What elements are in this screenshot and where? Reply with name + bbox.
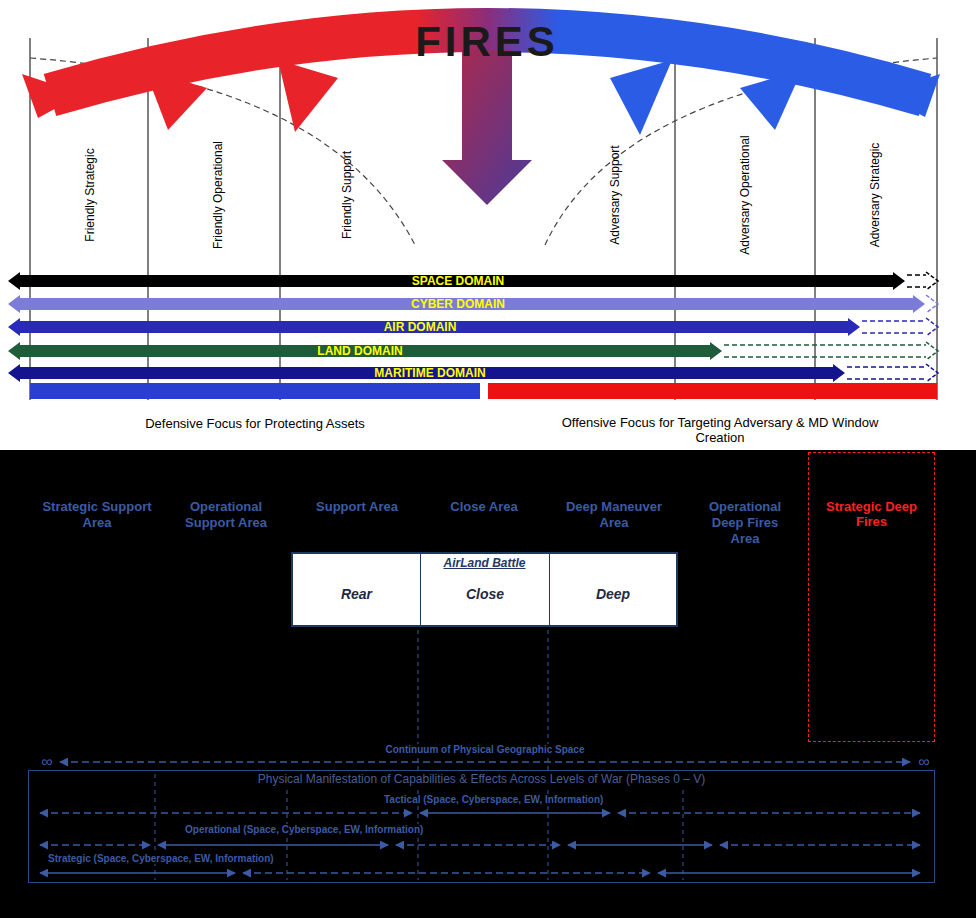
- diagram-art-part: [40, 872, 235, 874]
- level-label: Operational (Space, Cyberspace, EW, Info…: [183, 824, 425, 835]
- focus-bar: [488, 383, 937, 399]
- diagram-art-part: [808, 452, 935, 742]
- node-text: Physical Manifestation of Capabilities &…: [254, 772, 710, 786]
- offensive-focus-bar: Offensive Focus for Targeting Adversary …: [488, 383, 937, 445]
- diagram-art-part: [658, 872, 920, 874]
- node-text: Offensive Focus for Targeting Adversary …: [550, 415, 890, 445]
- diagram-art-part: [907, 286, 926, 288]
- node-text: Rear: [293, 554, 420, 625]
- diagram-art-part: [880, 74, 940, 117]
- diagram-art-part: [158, 844, 388, 846]
- diagram-art-part: [926, 318, 938, 336]
- node-text: Deep: [550, 554, 676, 625]
- node-text: SPACE DOMAIN: [412, 273, 504, 289]
- diagram-art-part: [907, 274, 926, 276]
- fires-arrow: FIRES: [357, 18, 617, 66]
- node-text: MARITIME DOMAIN: [374, 365, 485, 381]
- diagram-art-part: [847, 366, 926, 368]
- diagram-art-part: [40, 812, 412, 814]
- diagram-art-part: [862, 320, 926, 322]
- node-text: LAND DOMAIN: [317, 343, 402, 359]
- diagram-art-part: [40, 844, 150, 846]
- band-arrow: [8, 342, 722, 360]
- zone-label: Adversary Operational: [738, 120, 752, 270]
- diagram-art-part: [420, 812, 610, 814]
- diagram-art-part: [683, 774, 684, 880]
- diagram-art-part: [418, 630, 419, 880]
- area-header: Support Area: [300, 499, 415, 515]
- defensive-focus-bar: Defensive Focus for Protecting Assets: [30, 383, 480, 443]
- zone-label: Friendly Operational: [211, 120, 225, 270]
- diagram-art-part: [926, 272, 938, 290]
- diagram-art-part: [60, 761, 910, 763]
- diagram-art-part: [926, 295, 938, 313]
- close-cell: Close: [420, 554, 550, 625]
- rear-cell: Rear: [293, 554, 420, 625]
- node-text: AIR DOMAIN: [384, 319, 457, 335]
- zone-label: Friendly Support: [340, 120, 354, 270]
- diagram-art-part: [720, 844, 920, 846]
- diagram-art-part: [145, 70, 207, 130]
- deep-cell: Deep: [550, 554, 676, 625]
- area-header: Close Area: [427, 499, 542, 515]
- diagram-art-part: [0, 0, 976, 450]
- diagram-art-part: [155, 774, 156, 880]
- airland-battle-box: AirLand BattleRearCloseDeep: [291, 552, 678, 627]
- domain-band: CYBER DOMAIN: [8, 295, 925, 313]
- diagram-art-part: [618, 812, 920, 814]
- diagram-art-part: [568, 844, 712, 846]
- band-arrow: [8, 295, 925, 313]
- zone-label: Adversary Support: [608, 120, 622, 270]
- domain-band: MARITIME DOMAIN: [8, 364, 845, 382]
- node-text: FIRES: [357, 18, 617, 66]
- diagram-art-part: [926, 364, 938, 382]
- diagram-art-part: [862, 332, 926, 334]
- area-header: Operational Support Area: [169, 499, 284, 531]
- diagram-art-part: [548, 630, 549, 880]
- diagram-art-part: [396, 844, 560, 846]
- diagram-art-part: [40, 762, 920, 873]
- domain-band: SPACE DOMAIN: [8, 272, 905, 290]
- node-text: Close: [421, 554, 549, 625]
- node-text: AirLand Battle: [420, 556, 549, 570]
- band-arrow: [8, 272, 905, 290]
- diagram-art-part: [278, 60, 338, 132]
- levels-of-war-box: Physical Manifestation of Capabilities &…: [28, 770, 935, 883]
- diagram-art-part: [724, 356, 926, 358]
- area-header: Operational Deep Fires Area: [698, 499, 793, 547]
- diagram-art-part: [937, 38, 938, 400]
- diagram-art-part: [847, 378, 926, 380]
- zone-label: Adversary Strategic: [868, 120, 882, 270]
- diagram-art-part: [926, 342, 938, 360]
- continuum-label: Continuum of Physical Geographic Space: [383, 744, 588, 755]
- focus-bar: [30, 383, 480, 399]
- node-text: Strategic Deep Fires: [809, 453, 934, 529]
- node-text: CYBER DOMAIN: [411, 296, 505, 312]
- diagram-art-part: [243, 872, 650, 874]
- diagram-art-part: [740, 70, 802, 130]
- diagram-art-part: [442, 50, 532, 205]
- strategic-deep-fires-box: Strategic Deep Fires: [808, 452, 935, 742]
- area-header: Strategic Support Area: [40, 499, 155, 531]
- level-label: Tactical (Space, Cyberspace, EW, Informa…: [382, 794, 605, 805]
- infinity-symbol: ∞: [41, 753, 52, 771]
- diagram-art-part: [22, 74, 82, 118]
- infinity-symbol: ∞: [918, 753, 929, 771]
- level-label: Strategic (Space, Cyberspace, EW, Inform…: [46, 853, 276, 864]
- band-arrow: [8, 364, 845, 382]
- band-arrow: [8, 318, 860, 336]
- node-text: Defensive Focus for Protecting Assets: [30, 416, 480, 431]
- zone-label: Friendly Strategic: [83, 120, 97, 270]
- area-header: Deep Maneuver Area: [558, 499, 670, 531]
- domain-band: AIR DOMAIN: [8, 318, 860, 336]
- diagram-art-part: [724, 344, 926, 346]
- diagram-art-part: [610, 60, 672, 135]
- diagram-art-part: [155, 630, 683, 880]
- domain-band: LAND DOMAIN: [8, 342, 722, 360]
